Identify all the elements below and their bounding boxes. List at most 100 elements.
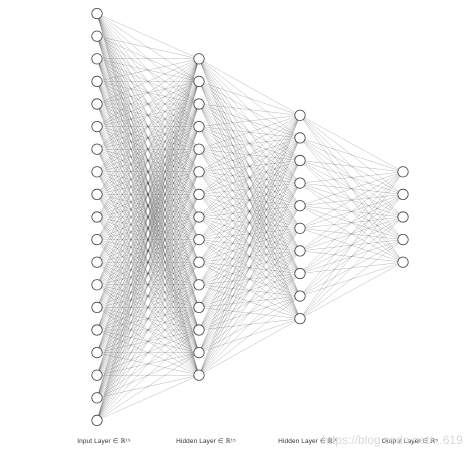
- neuron-node-layer-2: [193, 234, 205, 246]
- connection-edge: [96, 194, 200, 263]
- connection-edge: [96, 81, 200, 105]
- connection-edge: [96, 13, 200, 127]
- connection-edge: [96, 329, 200, 399]
- connection-edge: [96, 284, 200, 308]
- neuron-node-layer-1: [91, 30, 103, 42]
- connection-edge: [96, 374, 200, 399]
- connection-edge: [96, 58, 200, 172]
- connection-edge: [96, 103, 200, 285]
- connection-edge: [299, 228, 404, 263]
- neuron-node-layer-3: [294, 154, 306, 167]
- connection-edge: [96, 262, 200, 353]
- connection-edge: [96, 13, 200, 218]
- connection-edge: [198, 273, 301, 286]
- neuron-node-layer-2: [193, 75, 205, 88]
- connection-edge: [96, 262, 200, 376]
- connection-edge: [96, 36, 200, 353]
- connection-edge: [96, 307, 200, 331]
- connection-edge: [299, 171, 404, 319]
- connection-edge: [96, 58, 200, 331]
- connection-edge: [299, 171, 404, 184]
- neuron-node-layer-3: [294, 267, 306, 280]
- connection-edge: [198, 194, 301, 319]
- connection-edge: [299, 216, 404, 297]
- connection-edge: [198, 103, 301, 206]
- connection-edge: [96, 149, 200, 376]
- connection-edge: [299, 171, 404, 297]
- connection-edge: [96, 58, 200, 127]
- connection-edge: [96, 149, 200, 421]
- connection-edge: [96, 149, 200, 353]
- connection-edge: [96, 262, 200, 421]
- neuron-node-layer-2: [193, 369, 205, 381]
- neuron-node-layer-3: [294, 313, 306, 325]
- connection-edge: [198, 148, 301, 206]
- neuron-node-layer-1: [91, 98, 103, 110]
- connection-edge: [96, 307, 200, 376]
- connection-edge: [198, 103, 301, 252]
- connection-edge: [96, 194, 200, 308]
- connection-edge: [96, 194, 200, 308]
- connection-edge: [96, 171, 200, 308]
- connection-edge: [198, 137, 301, 263]
- connection-edge: [96, 284, 200, 353]
- connection-edge: [96, 35, 200, 82]
- connection-edge: [96, 13, 200, 331]
- connection-edge: [198, 126, 301, 139]
- neuron-nodes: [91, 7, 409, 426]
- connection-edge: [96, 171, 200, 195]
- connection-edge: [96, 13, 200, 172]
- connection-edge: [96, 239, 200, 421]
- connection-edge: [96, 171, 200, 331]
- connection-edge: [198, 160, 301, 285]
- connection-edge: [96, 171, 200, 218]
- connection-edge: [198, 250, 301, 353]
- connection-edge: [96, 171, 200, 353]
- connection-edge: [198, 149, 301, 297]
- connection-edge: [96, 126, 200, 150]
- connection-edge: [198, 261, 301, 319]
- connection-edge: [96, 103, 200, 127]
- connection-edge: [198, 115, 301, 285]
- connection-edge: [96, 284, 200, 376]
- connection-edge: [198, 126, 301, 184]
- neuron-node-layer-2: [193, 98, 205, 110]
- connection-edge: [96, 13, 200, 285]
- connection-edge: [96, 216, 200, 308]
- connection-edge: [198, 182, 301, 376]
- connection-edge: [96, 194, 200, 353]
- connection-edge: [198, 81, 301, 184]
- connection-edge: [198, 182, 301, 263]
- connection-edge: [96, 194, 200, 398]
- neuron-node-layer-2: [193, 279, 205, 291]
- connection-edge: [96, 216, 200, 286]
- connection-edge: [96, 307, 200, 398]
- connection-edge: [198, 58, 301, 116]
- connection-edge: [198, 137, 301, 150]
- connection-edge: [96, 58, 200, 218]
- connection-edge: [198, 228, 301, 331]
- connection-edge: [96, 126, 200, 285]
- connection-edge: [198, 182, 301, 353]
- connection-edge: [299, 239, 404, 274]
- connection-edge: [198, 103, 301, 139]
- connection-edge: [96, 103, 200, 308]
- connection-edge: [96, 126, 200, 263]
- connection-edge: [198, 171, 301, 274]
- connection-edge: [96, 58, 200, 150]
- connection-edge: [198, 103, 301, 297]
- connection-edge: [198, 58, 301, 229]
- connection-edge: [96, 58, 200, 82]
- connection-edge: [96, 103, 200, 421]
- connection-edge: [299, 205, 404, 218]
- connection-edge: [96, 103, 200, 195]
- connection-edge: [198, 250, 301, 308]
- connection-edge: [96, 149, 200, 331]
- connection-edge: [198, 205, 301, 331]
- connection-edge: [96, 103, 200, 285]
- connection-edge: [96, 58, 200, 398]
- connection-edge: [198, 182, 301, 240]
- connection-edge: [198, 58, 301, 319]
